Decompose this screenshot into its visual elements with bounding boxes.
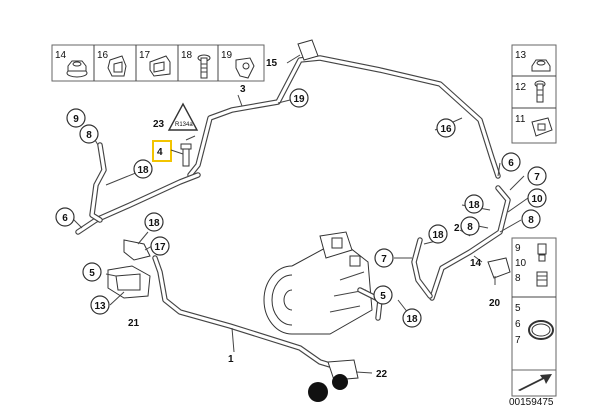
callout-circle-7b[interactable] xyxy=(527,166,547,186)
strip-label-11[interactable]: 11 xyxy=(515,114,526,125)
bolt-icon xyxy=(197,54,211,79)
strip-label-7[interactable]: 7 xyxy=(515,335,521,346)
callout-circle-18e[interactable] xyxy=(144,212,164,232)
callout-circle-6a[interactable] xyxy=(55,207,75,227)
strip-label-16[interactable]: 16 xyxy=(97,50,109,61)
callout-circle-18b[interactable] xyxy=(464,194,484,214)
bracket-clip-icon xyxy=(107,55,127,77)
bracket-icon xyxy=(149,55,171,77)
callout-18-right[interactable]: 18 xyxy=(468,200,480,211)
callouts: 9 8 18 6 23 4 3 19 15 16 6 7 10 8 xyxy=(55,58,547,380)
callout-19[interactable]: 19 xyxy=(293,94,305,105)
callout-23[interactable]: 23 xyxy=(153,119,165,130)
callout-circle-13b[interactable] xyxy=(90,295,110,315)
pipe-1 xyxy=(152,255,343,371)
left-bracket-17 xyxy=(123,239,151,261)
callout-9[interactable]: 9 xyxy=(73,114,79,125)
seal-strip: 9 10 8 5 6 7 xyxy=(511,237,557,371)
arrow-box: 00159475 xyxy=(509,369,557,408)
callout-circle-8[interactable] xyxy=(79,124,99,144)
callout-15[interactable]: 15 xyxy=(266,58,278,69)
callout-7-mid[interactable]: 7 xyxy=(381,254,387,265)
callout-20[interactable]: 20 xyxy=(489,298,501,309)
callout-5-left[interactable]: 5 xyxy=(89,268,95,279)
callout-7-right[interactable]: 7 xyxy=(534,172,540,183)
nut-icon xyxy=(531,59,551,72)
callout-circle-16[interactable] xyxy=(436,118,456,138)
callout-8-left[interactable]: 8 xyxy=(86,130,92,141)
highlight-box xyxy=(152,140,172,162)
callout-circle-8b[interactable] xyxy=(521,209,541,229)
callout-18-left-mid[interactable]: 18 xyxy=(148,218,160,229)
callout-circle-5b[interactable] xyxy=(373,285,393,305)
callout-6-right[interactable]: 6 xyxy=(508,158,514,169)
clip-holder-icon xyxy=(235,57,255,79)
callout-18-left[interactable]: 18 xyxy=(137,165,149,176)
callout-circle-9[interactable] xyxy=(66,108,86,128)
callout-circle-5a[interactable] xyxy=(82,262,102,282)
callout-14-right[interactable]: 14 xyxy=(470,258,482,269)
pipe-2 xyxy=(411,185,511,301)
strip-label-9[interactable]: 9 xyxy=(515,243,521,254)
callout-circle-18a[interactable] xyxy=(133,159,153,179)
callout-1[interactable]: 1 xyxy=(228,354,234,365)
o-ring-icon xyxy=(528,320,554,340)
bracket-22 xyxy=(308,359,359,402)
strip-label-14[interactable]: 14 xyxy=(55,50,67,61)
strip-label-8[interactable]: 8 xyxy=(515,273,521,284)
callout-circle-19[interactable] xyxy=(289,88,309,108)
callout-circle-6b[interactable] xyxy=(501,152,521,172)
strip-label-17[interactable]: 17 xyxy=(139,50,151,61)
callout-22[interactable]: 22 xyxy=(376,369,388,380)
callout-6-left[interactable]: 6 xyxy=(62,213,68,224)
clip-nut-icon xyxy=(531,117,553,137)
callout-18-upper[interactable]: 18 xyxy=(432,230,444,241)
valve-core-icon xyxy=(537,243,547,262)
callout-circle-17[interactable] xyxy=(150,236,170,256)
strip-label-6[interactable]: 6 xyxy=(515,319,521,330)
pipe-3 xyxy=(187,55,501,179)
bracket-15 xyxy=(297,39,319,61)
left-bracket-13 xyxy=(107,265,151,299)
callout-17[interactable]: 17 xyxy=(154,242,166,253)
strip-label-19[interactable]: 19 xyxy=(221,50,233,61)
nut-icon xyxy=(66,60,88,78)
pipe-6 xyxy=(75,142,201,235)
diagram-id: 00159475 xyxy=(509,397,554,408)
callout-4[interactable]: 4 xyxy=(157,147,163,158)
warning-label-23: R134a xyxy=(167,102,199,131)
strip-label-12[interactable]: 12 xyxy=(515,82,527,93)
compressor xyxy=(263,231,373,335)
callout-circle-18c[interactable] xyxy=(428,224,448,244)
top-parts-strip: 14 16 17 18 19 xyxy=(51,44,265,82)
callout-circle-7a[interactable] xyxy=(374,248,394,268)
callout-8-right[interactable]: 8 xyxy=(528,215,534,226)
callout-18-lower[interactable]: 18 xyxy=(406,314,418,325)
warning-label-text: R134a xyxy=(175,122,193,128)
callout-2[interactable]: 2 xyxy=(454,223,460,234)
callout-21[interactable]: 21 xyxy=(128,318,140,329)
callout-13-left[interactable]: 13 xyxy=(94,301,106,312)
bracket-14-right xyxy=(487,257,511,279)
callout-3[interactable]: 3 xyxy=(240,84,246,95)
callout-10[interactable]: 10 xyxy=(531,194,543,205)
sensor-4 xyxy=(180,143,192,167)
strip-label-18[interactable]: 18 xyxy=(181,50,193,61)
callout-circle-18d[interactable] xyxy=(402,308,422,328)
callout-5-mid[interactable]: 5 xyxy=(380,291,386,302)
callout-circle-8c[interactable] xyxy=(460,216,480,236)
valve-fitting-icon xyxy=(536,271,548,287)
callout-16[interactable]: 16 xyxy=(440,124,452,135)
callout-circle-10[interactable] xyxy=(527,188,547,208)
callout-8-mid[interactable]: 8 xyxy=(467,222,473,233)
strip-label-5[interactable]: 5 xyxy=(515,303,521,314)
strip-label-10[interactable]: 10 xyxy=(515,258,527,269)
bolt-icon xyxy=(534,80,546,103)
right-parts-strip: 13 12 11 xyxy=(511,44,557,144)
strip-label-13[interactable]: 13 xyxy=(515,50,527,61)
